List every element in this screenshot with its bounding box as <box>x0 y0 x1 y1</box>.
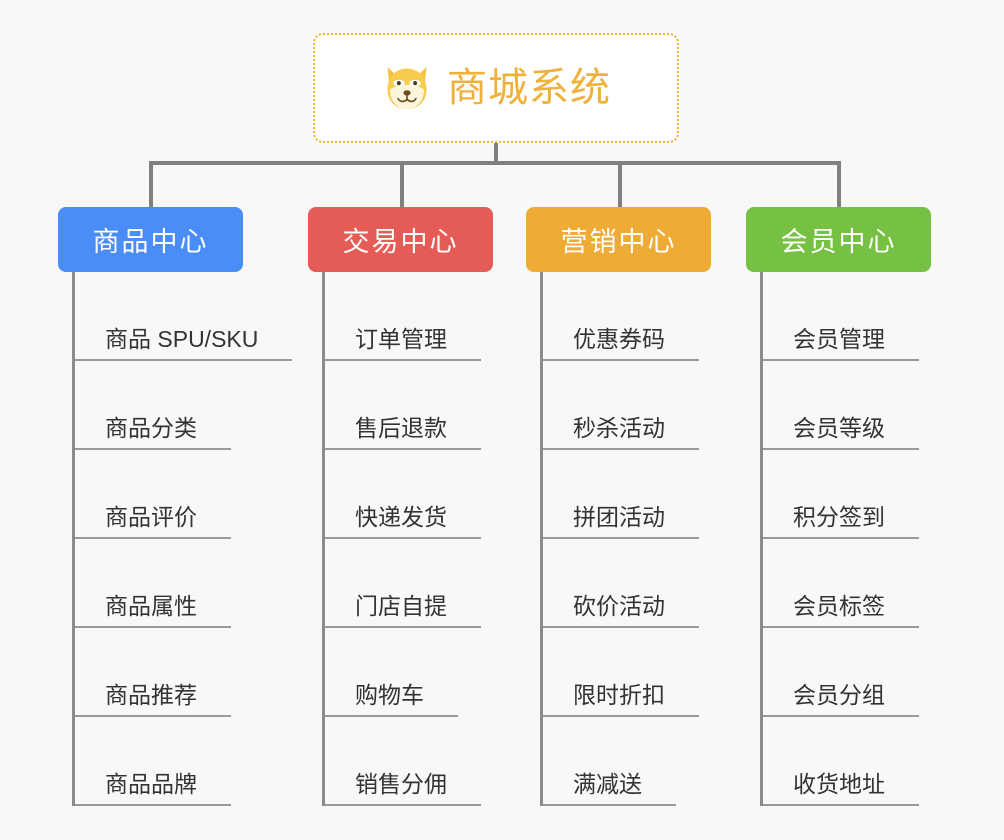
leaf-label: 会员分组 <box>793 682 919 717</box>
leaf-label: 销售分佣 <box>355 771 481 806</box>
connector-horizontal-bus <box>149 161 839 165</box>
list-item[interactable]: 拼团活动 <box>543 450 711 539</box>
list-item[interactable]: 订单管理 <box>325 272 493 361</box>
branch-column-marketing: 营销中心 优惠券码 秒杀活动 拼团活动 砍价活动 限时折扣 满减送 <box>526 207 711 806</box>
leaf-label: 会员等级 <box>793 415 919 450</box>
list-item[interactable]: 优惠券码 <box>543 272 711 361</box>
branch-header-marketing[interactable]: 营销中心 <box>526 207 711 272</box>
list-item[interactable]: 商品品牌 <box>75 717 292 806</box>
list-item[interactable]: 会员管理 <box>763 272 931 361</box>
list-item[interactable]: 秒杀活动 <box>543 361 711 450</box>
list-item[interactable]: 门店自提 <box>325 539 493 628</box>
branch-header-label: 交易中心 <box>342 227 459 257</box>
list-item[interactable]: 销售分佣 <box>325 717 493 806</box>
leaf-label: 满减送 <box>573 771 676 806</box>
leaf-label: 收货地址 <box>793 771 919 806</box>
branch-header-label: 营销中心 <box>560 227 677 257</box>
connector-drop-branch-2 <box>400 161 404 207</box>
list-item[interactable]: 售后退款 <box>325 361 493 450</box>
list-item[interactable]: 会员分组 <box>763 628 931 717</box>
leaf-label: 秒杀活动 <box>573 415 699 450</box>
leaf-label: 拼团活动 <box>573 504 699 539</box>
list-item[interactable]: 商品分类 <box>75 361 292 450</box>
connector-drop-branch-3 <box>618 161 622 207</box>
leaf-label: 商品评价 <box>105 504 231 539</box>
leaf-label: 会员管理 <box>793 326 919 361</box>
leaf-label: 会员标签 <box>793 593 919 628</box>
leaf-label: 订单管理 <box>355 326 481 361</box>
list-item[interactable]: 商品推荐 <box>75 628 292 717</box>
root-title: 商城系统 <box>447 66 611 110</box>
leaf-label: 购物车 <box>355 682 458 717</box>
branch-column-member: 会员中心 会员管理 会员等级 积分签到 会员标签 会员分组 收货地址 <box>746 207 931 806</box>
list-item[interactable]: 商品属性 <box>75 539 292 628</box>
branch-column-product: 商品中心 商品 SPU/SKU 商品分类 商品评价 商品属性 商品推荐 商品品牌 <box>58 207 293 806</box>
branch-header-trade[interactable]: 交易中心 <box>308 207 493 272</box>
leaf-list-marketing: 优惠券码 秒杀活动 拼团活动 砍价活动 限时折扣 满减送 <box>540 272 711 806</box>
list-item[interactable]: 商品评价 <box>75 450 292 539</box>
connector-drop-branch-4 <box>837 161 841 207</box>
list-item[interactable]: 购物车 <box>325 628 493 717</box>
leaf-list-trade: 订单管理 售后退款 快递发货 门店自提 购物车 销售分佣 <box>322 272 493 806</box>
list-item[interactable]: 积分签到 <box>763 450 931 539</box>
leaf-label: 售后退款 <box>355 415 481 450</box>
branch-header-label: 商品中心 <box>92 227 209 257</box>
leaf-label: 积分签到 <box>793 504 919 539</box>
connector-root-stem <box>494 143 498 164</box>
connector-drop-branch-1 <box>149 161 153 207</box>
list-item[interactable]: 限时折扣 <box>543 628 711 717</box>
branch-header-member[interactable]: 会员中心 <box>746 207 931 272</box>
list-item[interactable]: 满减送 <box>543 717 711 806</box>
list-item[interactable]: 会员标签 <box>763 539 931 628</box>
leaf-label: 砍价活动 <box>573 593 699 628</box>
leaf-label: 快递发货 <box>355 504 481 539</box>
leaf-label: 门店自提 <box>355 593 481 628</box>
branch-header-product[interactable]: 商品中心 <box>58 207 243 272</box>
leaf-label: 商品推荐 <box>105 682 231 717</box>
list-item[interactable]: 砍价活动 <box>543 539 711 628</box>
leaf-list-member: 会员管理 会员等级 积分签到 会员标签 会员分组 收货地址 <box>760 272 931 806</box>
list-item[interactable]: 商品 SPU/SKU <box>75 272 293 361</box>
leaf-label: 商品品牌 <box>105 771 231 806</box>
branch-header-label: 会员中心 <box>780 227 897 257</box>
list-item[interactable]: 会员等级 <box>763 361 931 450</box>
root-node[interactable]: 商城系统 <box>313 33 679 143</box>
list-item[interactable]: 收货地址 <box>763 717 931 806</box>
leaf-label: 商品分类 <box>105 415 231 450</box>
shiba-dog-icon <box>387 66 427 110</box>
leaf-label: 商品属性 <box>105 593 231 628</box>
leaf-label: 商品 SPU/SKU <box>105 326 293 361</box>
leaf-label: 限时折扣 <box>573 682 699 717</box>
branch-column-trade: 交易中心 订单管理 售后退款 快递发货 门店自提 购物车 销售分佣 <box>308 207 493 806</box>
list-item[interactable]: 快递发货 <box>325 450 493 539</box>
leaf-label: 优惠券码 <box>573 326 699 361</box>
leaf-list-product: 商品 SPU/SKU 商品分类 商品评价 商品属性 商品推荐 商品品牌 <box>72 272 293 806</box>
